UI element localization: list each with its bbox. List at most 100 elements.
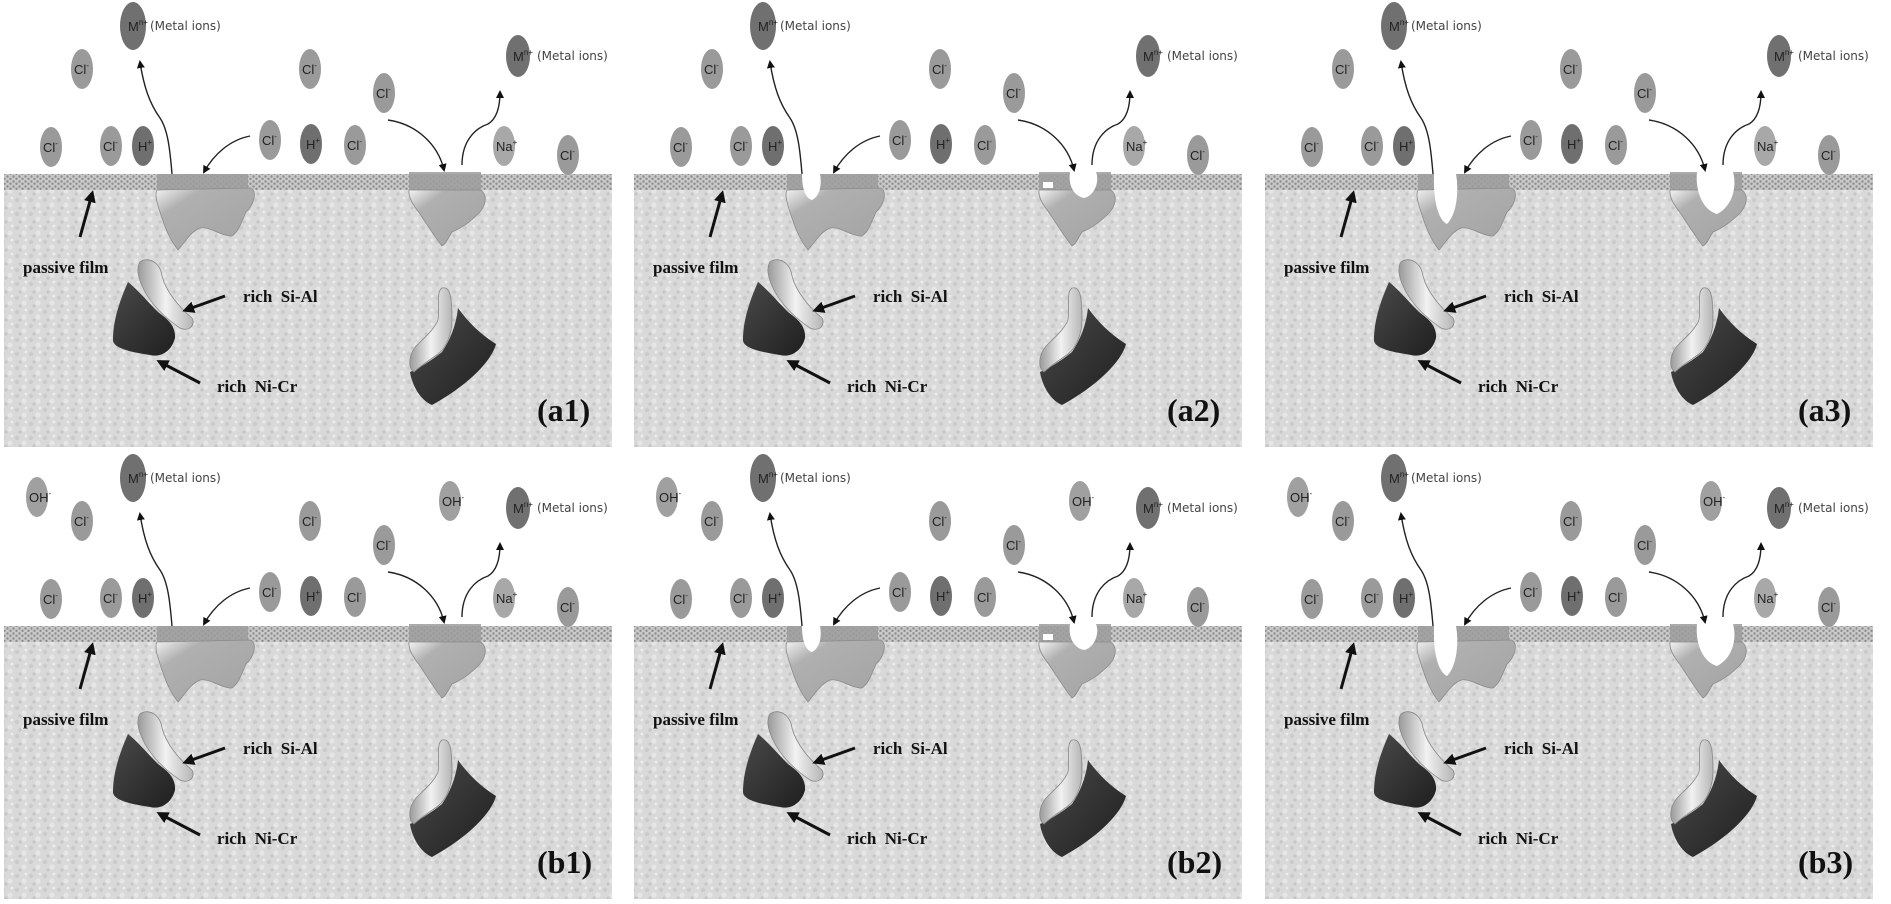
metal-ion-circle [750,2,777,50]
chloride-ion: Cl- [670,127,693,167]
panel-svg: Mn+(Metal ions)Mn+(Metal ions)Cl-Cl-Cl-C… [634,454,1243,899]
metal-ion: Mn+ [120,454,148,502]
metal-ion-circle [1136,35,1161,77]
ni-cr-rich-inclusion [113,734,176,808]
hydroxide-ion: OH- [1069,481,1095,521]
ni-cr-rich-inclusion [113,282,176,356]
metal-ion-release-arrow-left [767,60,803,175]
metal-ions-label: (Metal ions) [780,471,851,485]
chloride-ion-symbol: Cl- [1190,147,1205,163]
metal-ion: Mn+ [506,487,533,529]
passive-film-pointer-arrow [708,190,726,238]
metal-ion: Mn+ [1380,2,1409,50]
hydrogen-ion: H+ [300,576,322,616]
sodium-ion-circle [1753,578,1776,618]
chloride-attack-arrow-left [1463,135,1511,174]
metal-ion-release-arrow-left [136,512,173,627]
chloride-ion-circle [974,577,997,617]
chloride-ion: Cl- [730,578,753,618]
chloride-ion-circle [1519,572,1542,612]
chloride-ion: Cl- [1187,587,1210,627]
chloride-attack-arrow-right [1018,119,1077,172]
panel-a3: Mn+(Metal ions)Mn+(Metal ions)Cl-Cl-Cl-C… [1261,0,1891,452]
chloride-attack-arrow-left [203,587,251,626]
chloride-ion-symbol: Cl- [1304,591,1319,607]
hydrogen-ion-circle [930,576,953,616]
metal-ion-release-arrow-right [1091,90,1135,166]
chloride-attack-arrow-right [1018,571,1077,624]
si-al-label: rich Si-Al [1504,287,1579,306]
chloride-ion-circle [1300,127,1323,167]
passive-film-label: passive film [1284,710,1369,729]
hydrogen-ion-symbol: H+ [936,136,950,152]
ni-cr-label: rich Ni-Cr [217,829,298,848]
pit-site-film-left [157,626,248,642]
chloride-ion-symbol: Cl- [103,590,118,606]
pit-site-film-right [409,624,481,642]
chloride-ion-circle [889,120,912,160]
metal-ions-label: (Metal ions) [780,19,851,33]
chloride-ion: Cl- [40,127,62,167]
chloride-ion: Cl- [929,49,952,89]
chloride-ion: Cl- [974,125,997,165]
chloride-ion-symbol: Cl- [43,139,58,155]
panel-svg: Mn+(Metal ions)Mn+(Metal ions)Cl-Cl-Cl-C… [634,2,1243,447]
pit-site-film-left [157,174,248,190]
passive-film-layer [634,174,1243,190]
metal-ion-circle [1380,454,1407,502]
chloride-ion: Cl- [730,126,753,166]
si-al-rich-phase-right [409,739,453,825]
metal-ion: Mn+ [506,35,533,77]
surface-inclusion-left [785,639,886,703]
chloride-ion-circle [1003,73,1026,113]
panel-tag: (b2) [1167,844,1222,880]
passive-film-layer [634,626,1243,642]
sodium-ion-circle [493,578,515,618]
chloride-ion-symbol: Cl- [1335,61,1350,77]
chloride-ion: Cl- [1360,578,1383,618]
surface-inclusion-left [785,187,886,251]
metal-substrate [4,174,612,447]
chloride-ion-symbol: Cl- [892,132,907,148]
chloride-ion-symbol: Cl- [560,147,575,163]
passive-film-layer [1264,626,1873,642]
chloride-ion-symbol: Cl- [1335,513,1350,529]
ni-cr-rich-inclusion [1373,282,1436,356]
hydrogen-ion: H+ [930,576,953,616]
ni-cr-rich-inclusion [743,734,806,808]
passive-film-pointer-arrow [1339,642,1357,690]
ni-cr-pointer-arrow [786,812,831,837]
hydroxide-ion-symbol: OH- [659,489,682,505]
chloride-ion-symbol: Cl- [1608,137,1623,153]
chloride-ion-circle [730,126,753,166]
ni-cr-pointer-arrow [156,812,201,837]
hydrogen-ion-circle [762,578,785,618]
chloride-ion: Cl- [344,125,366,165]
chloride-ion-circle [929,49,952,89]
metal-ion-symbol: Mn+ [128,470,148,486]
chloride-ion-circle [1559,49,1582,89]
ni-cr-rich-inclusion-right [1040,308,1127,405]
panel-tag: (b1) [537,844,592,880]
passive-film-label: passive film [653,258,738,277]
hydrogen-ion-circle [300,124,322,164]
chloride-ion-circle [557,587,579,627]
hydrogen-ion: H+ [762,126,785,166]
panel-tag: (a1) [537,392,590,428]
si-al-rich-phase-right [1669,739,1713,825]
hydrogen-ion-symbol: H+ [306,588,320,604]
chloride-ion-circle [1360,578,1383,618]
chloride-ion: Cl- [71,501,93,541]
metal-substrate [634,626,1243,899]
chloride-ion-symbol: Cl- [977,137,992,153]
chloride-ion-circle [701,49,724,89]
hydrogen-ion-circle [1392,126,1415,166]
hydroxide-ion: OH- [1286,477,1312,517]
hydrogen-ion: H+ [132,578,154,618]
chloride-ion-circle [1300,579,1323,619]
chloride-ion-symbol: Cl- [1821,147,1836,163]
chloride-ion-symbol: Cl- [977,589,992,605]
metal-ion-circle [506,487,530,529]
chloride-ion-circle [344,125,366,165]
